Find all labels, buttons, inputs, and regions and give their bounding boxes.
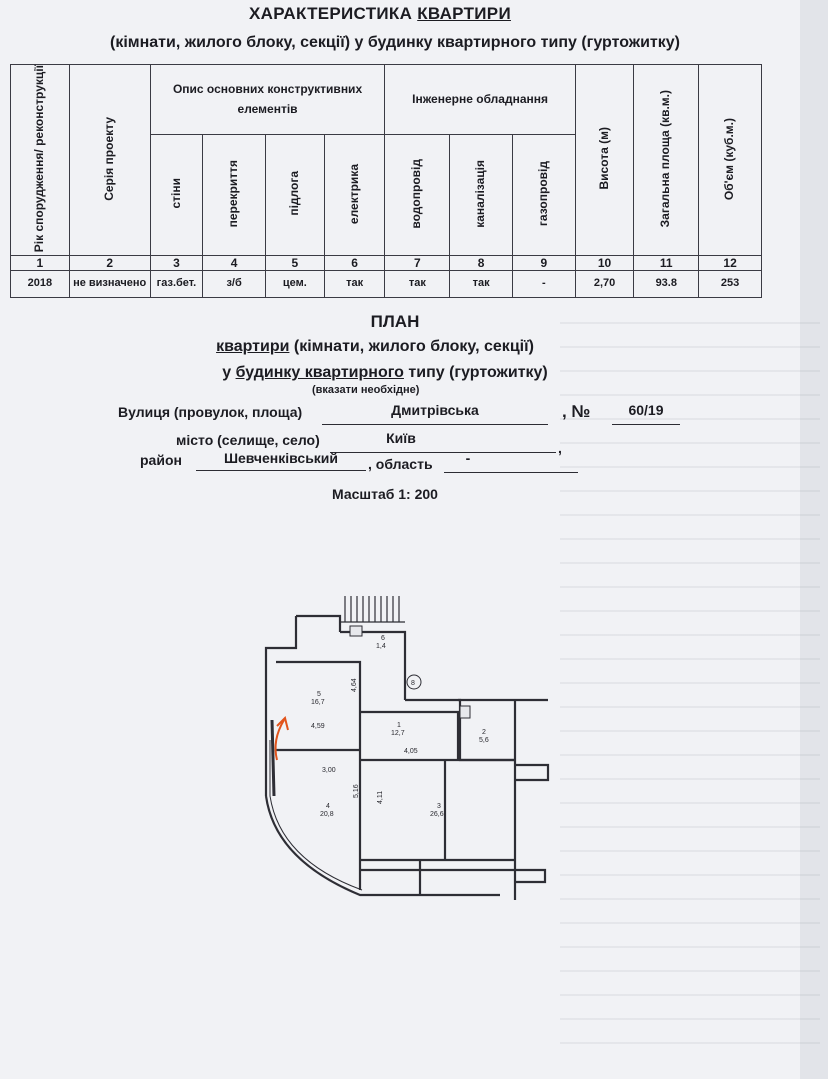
floor-plan-drawing: 8 6 1,4 5 16,7 4,59 4,64 1 12,7 4,05 2 5…: [264, 596, 550, 900]
room-3-area: 26,6: [430, 811, 444, 818]
plan-title: ПЛАН: [370, 312, 420, 331]
hand-drawn-arrow: [274, 719, 285, 761]
header-water: водопровід: [384, 134, 451, 257]
header-slabs: перекриття: [202, 134, 266, 257]
axis-mark: 8: [411, 680, 415, 687]
dim-label: 4,64: [351, 678, 358, 692]
header-walls: стіни: [149, 134, 204, 257]
header-electric: електрика: [323, 134, 386, 257]
header-floor: підлога: [265, 134, 325, 257]
scale-label: Масштаб 1: 200: [332, 486, 438, 502]
room-5-number: 5: [317, 691, 321, 698]
room-4-area: 20,8: [320, 811, 334, 818]
value-gas: -: [511, 270, 576, 299]
room-2-number: 2: [482, 729, 486, 736]
dim-label: 4,05: [404, 748, 418, 755]
header-year: Рік спорудження/ реконструкції: [10, 63, 70, 257]
col-number: 8: [449, 255, 513, 272]
value-height: 2,70: [574, 270, 635, 299]
room-2-area: 5,6: [479, 737, 489, 744]
values-row: 2018 не визначено газ.бет. з/б цем. так …: [10, 270, 762, 299]
document-title: ХАРАКТЕРИСТИКА КВАРТИРИ: [0, 4, 760, 24]
header-height: Висота (м): [574, 63, 635, 257]
plan-subtitle-2: у будинку квартирного типу (гуртожитку): [222, 364, 548, 381]
value-year: 2018: [10, 270, 70, 299]
city-label: місто (селище, село): [176, 432, 320, 448]
number-value: 60/19: [628, 402, 664, 418]
room-6-number: 6: [381, 635, 385, 642]
district-label: район: [140, 452, 182, 468]
title-prefix: ХАРАКТЕРИСТИКА: [249, 4, 413, 23]
number-underline: [612, 424, 680, 425]
value-walls: газ.бет.: [149, 270, 204, 299]
street-value: Дмитрівська: [391, 402, 479, 418]
characteristics-table: Рік спорудження/ реконструкції Серія про…: [10, 63, 762, 299]
header-volume: Об'єм (куб.м.): [698, 63, 762, 257]
region-underline: [444, 472, 578, 473]
document-subtitle: (кімнати, жилого блоку, секції) у будинк…: [109, 34, 680, 51]
street-underline: [322, 424, 548, 425]
header-constructive-group: Опис основних конструктивних елементів: [149, 63, 386, 136]
dim-label: 5,16: [353, 784, 360, 798]
value-series: не визначено: [68, 270, 151, 299]
city-value: Київ: [386, 430, 416, 446]
dim-label: 4,11: [377, 791, 384, 804]
region-value: -: [465, 450, 471, 466]
value-slabs: з/б: [202, 270, 266, 299]
district-value: Шевченківський: [223, 450, 339, 466]
col-number: 11: [633, 255, 700, 272]
header-series: Серія проекту: [68, 63, 151, 257]
room-4-number: 4: [326, 803, 330, 810]
col-number: 3: [149, 255, 204, 272]
col-number: 7: [384, 255, 451, 272]
region-label: , область: [368, 456, 433, 472]
value-area: 93.8: [633, 270, 700, 299]
room-6-area: 1,4: [376, 643, 386, 650]
room-3-number: 3: [437, 803, 441, 810]
underlying-sheet: [800, 0, 828, 1079]
column-numbers-row: 1 2 3 4 5 6 7 8 9 10 11 12: [10, 255, 762, 272]
col-number: 6: [323, 255, 386, 272]
col-number: 2: [68, 255, 151, 272]
bleed-through-text: [560, 300, 820, 1060]
number-label: , №: [562, 402, 591, 421]
district-underline: [196, 470, 366, 471]
header-engineering-group: Інженерне обладнання: [384, 63, 576, 136]
dim-label: 3,00: [322, 767, 336, 774]
header-sewer: каналізація: [449, 134, 513, 257]
header-total-area: Загальна площа (кв.м.): [633, 63, 700, 257]
col-number: 9: [511, 255, 576, 272]
col-number: 1: [10, 255, 70, 272]
city-underline: [330, 452, 556, 453]
value-sewer: так: [449, 270, 513, 299]
col-number: 12: [698, 255, 762, 272]
header-gas: газопровід: [511, 134, 576, 257]
plan-hint: (вказати необхідне): [312, 384, 420, 396]
value-floor: цем.: [265, 270, 325, 299]
value-electric: так: [323, 270, 386, 299]
street-label: Вулиця (провулок, площа): [118, 404, 303, 420]
col-number: 4: [202, 255, 266, 272]
dim-label: 4,59: [311, 723, 325, 730]
city-comma: ,: [558, 440, 562, 456]
plan-subtitle-1: квартири (кімнати, жилого блоку, секції): [216, 338, 534, 355]
value-volume: 253: [698, 270, 762, 299]
room-1-area: 12,7: [391, 730, 405, 737]
col-number: 10: [574, 255, 635, 272]
title-underlined: КВАРТИРИ: [417, 4, 511, 23]
col-number: 5: [265, 255, 325, 272]
room-5-area: 16,7: [311, 699, 325, 706]
axis-circle: [406, 674, 422, 690]
walls: [264, 614, 550, 900]
value-water: так: [384, 270, 451, 299]
room-1-number: 1: [397, 722, 401, 729]
stairs: [340, 596, 405, 623]
arrow-head: [276, 716, 289, 731]
